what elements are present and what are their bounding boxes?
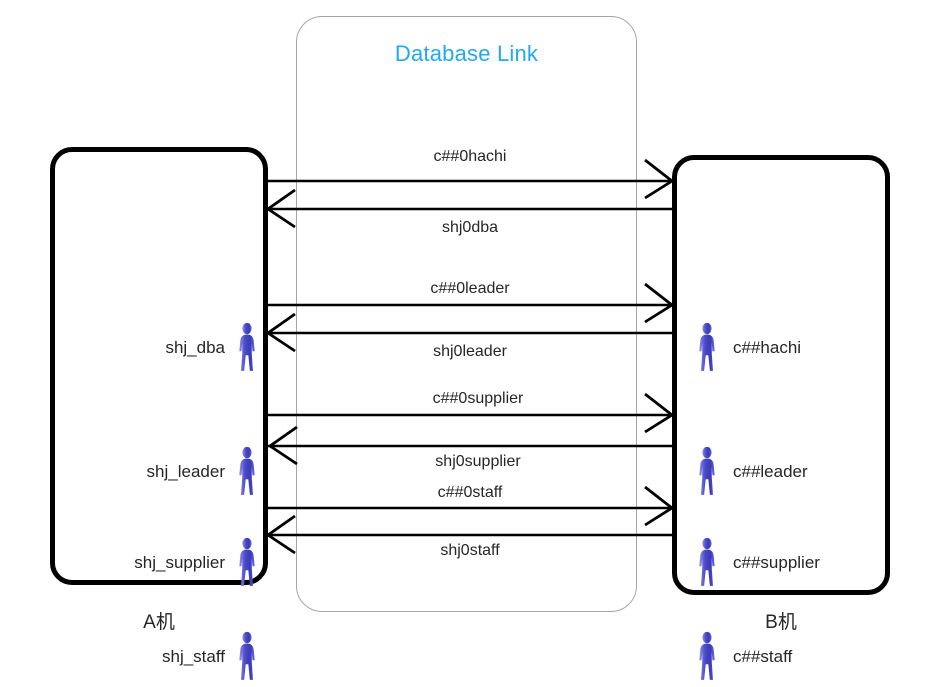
person-icon [235,322,259,374]
arrowhead-right-4 [644,485,675,527]
user-row[interactable]: c##supplier [695,535,890,591]
flow-label-out-4: c##0staff [437,484,503,501]
user-row[interactable]: shj_staff [69,629,259,685]
person-icon [695,446,719,498]
user-row[interactable]: shj_leader [69,444,259,500]
user-row[interactable]: shj_dba [69,320,259,376]
arrowhead-left-4 [265,514,296,555]
flow-label-out-2: c##0leader [430,280,510,297]
flow-label-in-2: shj0leader [433,343,507,360]
person-icon [235,537,259,589]
database-link-title: Database Link [394,41,539,66]
flow-label-in-1: shj0dba [441,219,499,236]
machine-b-box[interactable]: c##hachi c##leader [672,155,890,680]
person-icon [235,631,259,683]
user-label: c##supplier [733,553,820,572]
person-icon [695,322,719,374]
person-icon [695,537,719,589]
arrowhead-right-3 [644,392,675,434]
flow-label-out-1: c##0hachi [433,148,507,165]
machine-b-caption: B机 [765,612,797,633]
arrowhead-left-1 [265,188,296,229]
user-label: c##staff [733,647,793,666]
flow-label-out-3: c##0supplier [432,390,524,407]
user-row[interactable]: c##leader [695,444,890,500]
person-icon [235,446,259,498]
machine-a-box[interactable]: shj_dba shj_leader [50,147,268,680]
flow-label-in-4: shj0staff [440,542,500,559]
arrowhead-right-2 [644,282,675,324]
flow-label-in-3: shj0supplier [435,453,521,470]
user-label: shj_staff [161,647,225,666]
user-label: c##hachi [733,338,802,357]
user-row[interactable]: c##hachi [695,320,890,376]
user-row[interactable]: c##staff [695,629,890,685]
user-label: shj_dba [165,338,225,357]
arrowhead-right-1 [644,158,675,200]
database-link-container [296,16,637,612]
arrowhead-left-2 [265,312,296,353]
user-label: shj_supplier [134,553,225,572]
user-row[interactable]: shj_supplier [69,535,259,591]
arrowhead-left-3 [267,425,298,466]
user-label: shj_leader [146,462,225,481]
person-icon [695,631,719,683]
user-label: c##leader [733,462,808,481]
machine-a-caption: A机 [143,612,175,633]
